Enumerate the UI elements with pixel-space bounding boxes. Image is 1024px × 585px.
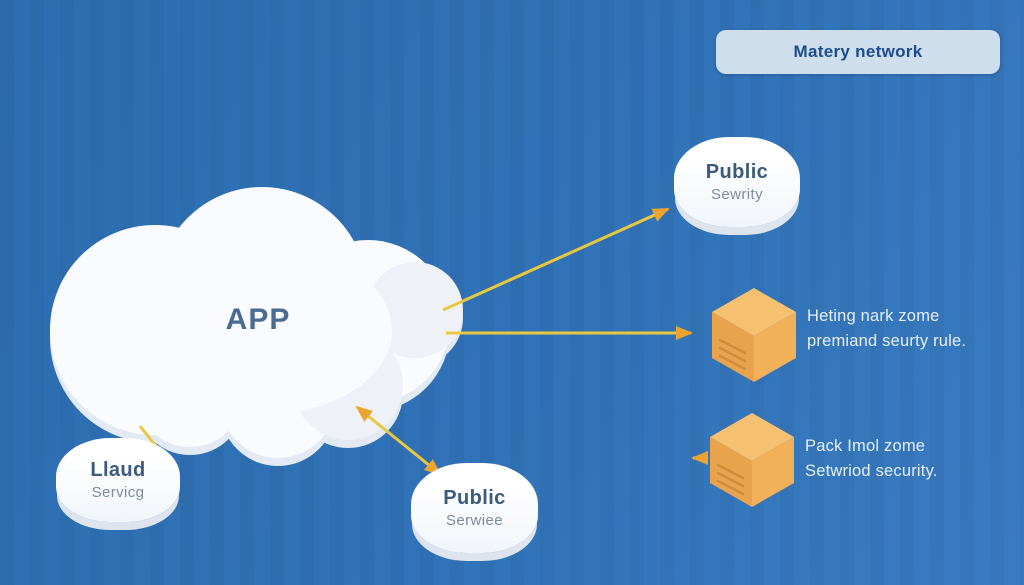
node-public-service: Public Serwiee xyxy=(411,463,538,553)
server-top-caption: Heting nark zome premiand seurty rule. xyxy=(807,304,966,354)
caption-line: Pack Imol zome xyxy=(805,437,926,455)
node-public-security: Public Sewrity xyxy=(674,137,800,227)
server-vents-icon xyxy=(718,338,747,371)
node-subtitle: Serwiee xyxy=(446,512,503,529)
caption-line: Setwriod security. xyxy=(805,462,938,480)
server-cube-bottom xyxy=(710,413,794,507)
server-bottom-caption: Pack Imol zome Setwriod security. xyxy=(805,434,938,484)
server-vents-icon xyxy=(716,463,745,496)
node-subtitle: Servicg xyxy=(91,484,145,501)
arrow-app-to-public-security xyxy=(442,207,670,312)
app-cloud-shape xyxy=(50,187,463,466)
caption-line: premiand seurty rule. xyxy=(807,332,967,350)
server-cube-top xyxy=(712,288,796,382)
node-title: Public xyxy=(443,487,506,509)
node-subtitle: Sewrity xyxy=(711,186,763,203)
app-cloud-label: APP xyxy=(225,303,291,336)
header-title-chip: Matery network xyxy=(716,30,1000,74)
node-title: Llaud xyxy=(90,459,146,481)
caption-line: Heting nark zome xyxy=(807,307,940,325)
node-title: Public xyxy=(705,161,769,183)
header-title: Matery network xyxy=(793,42,923,61)
node-llaud-service: Llaud Servicg xyxy=(56,438,180,522)
arrow-app-public-service-bidirectional xyxy=(355,405,442,476)
